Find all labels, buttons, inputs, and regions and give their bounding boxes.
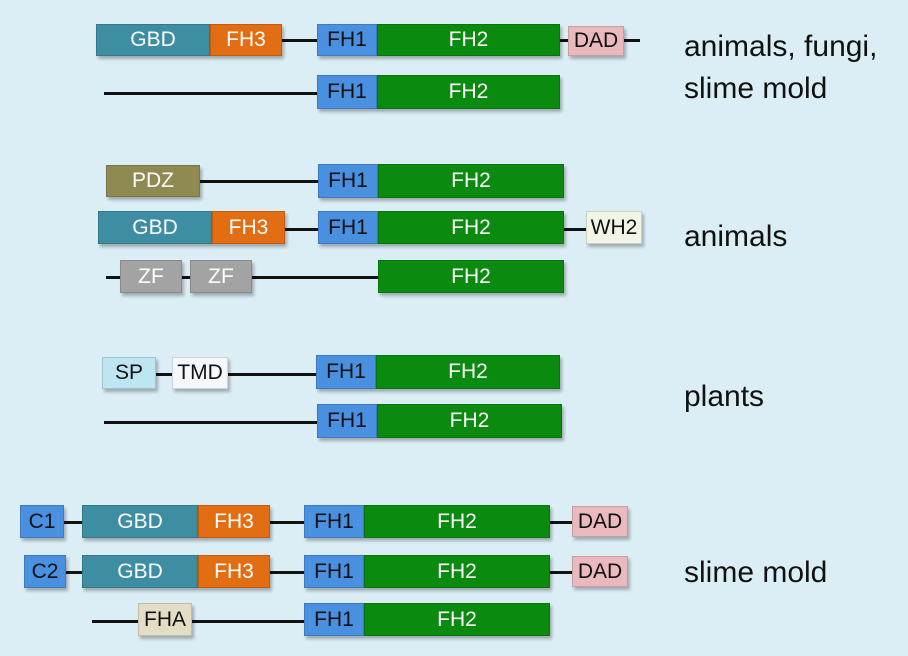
fh2-domain: FH2 bbox=[376, 355, 560, 389]
dad-domain: DAD bbox=[572, 506, 628, 537]
group-label-animals-fungi-slime-mold: animals, fungi, slime mold bbox=[684, 26, 877, 110]
fh2-domain: FH2 bbox=[377, 24, 560, 56]
group-label-line-2: slime mold bbox=[684, 72, 828, 105]
fh2-domain: FH2 bbox=[377, 75, 560, 109]
fh3-domain: FH3 bbox=[198, 555, 270, 588]
backbone-line bbox=[92, 620, 306, 623]
backbone-line bbox=[104, 92, 318, 95]
backbone-line bbox=[104, 421, 318, 424]
transmembrane-domain: TMD bbox=[172, 357, 228, 389]
wh2-domain: WH2 bbox=[586, 211, 642, 244]
fh2-domain: FH2 bbox=[377, 404, 562, 438]
group-label-animals: animals bbox=[684, 220, 788, 253]
fh3-domain: FH3 bbox=[198, 505, 270, 538]
gbd-domain: GBD bbox=[82, 555, 198, 588]
fh2-domain: FH2 bbox=[378, 260, 564, 293]
signal-peptide-domain: SP bbox=[102, 357, 156, 389]
fh2-domain: FH2 bbox=[364, 603, 550, 636]
fh3-domain: FH3 bbox=[210, 24, 282, 56]
fh1-domain: FH1 bbox=[304, 555, 364, 588]
fh1-domain: FH1 bbox=[304, 505, 364, 538]
backbone-line bbox=[200, 180, 320, 183]
zinc-finger-domain: ZF bbox=[120, 260, 182, 293]
fh1-domain: FH1 bbox=[317, 404, 377, 438]
dad-domain: DAD bbox=[572, 556, 628, 587]
fh2-domain: FH2 bbox=[378, 164, 564, 198]
c1-domain: C1 bbox=[20, 505, 64, 538]
group-label-line-1: animals, fungi, bbox=[684, 30, 878, 63]
dad-domain: DAD bbox=[568, 26, 624, 56]
c2-domain: C2 bbox=[24, 555, 66, 588]
fh3-domain: FH3 bbox=[212, 211, 285, 244]
group-label-plants: plants bbox=[684, 380, 765, 413]
fh2-domain: FH2 bbox=[364, 555, 550, 588]
fha-domain: FHA bbox=[138, 603, 192, 636]
fh1-domain: FH1 bbox=[318, 164, 378, 198]
fh1-domain: FH1 bbox=[304, 603, 364, 636]
group-label-slime-mold: slime mold bbox=[684, 556, 828, 589]
fh2-domain: FH2 bbox=[378, 211, 564, 244]
gbd-domain: GBD bbox=[96, 24, 210, 56]
fh2-domain: FH2 bbox=[364, 505, 550, 538]
fh1-domain: FH1 bbox=[317, 75, 377, 109]
fh1-domain: FH1 bbox=[318, 211, 378, 244]
fh1-domain: FH1 bbox=[317, 24, 377, 56]
pdz-domain: PDZ bbox=[106, 165, 200, 197]
gbd-domain: GBD bbox=[82, 505, 198, 538]
backbone-line bbox=[156, 373, 318, 376]
gbd-domain: GBD bbox=[98, 211, 212, 244]
zinc-finger-domain: ZF bbox=[190, 260, 252, 293]
fh1-domain: FH1 bbox=[316, 355, 376, 389]
